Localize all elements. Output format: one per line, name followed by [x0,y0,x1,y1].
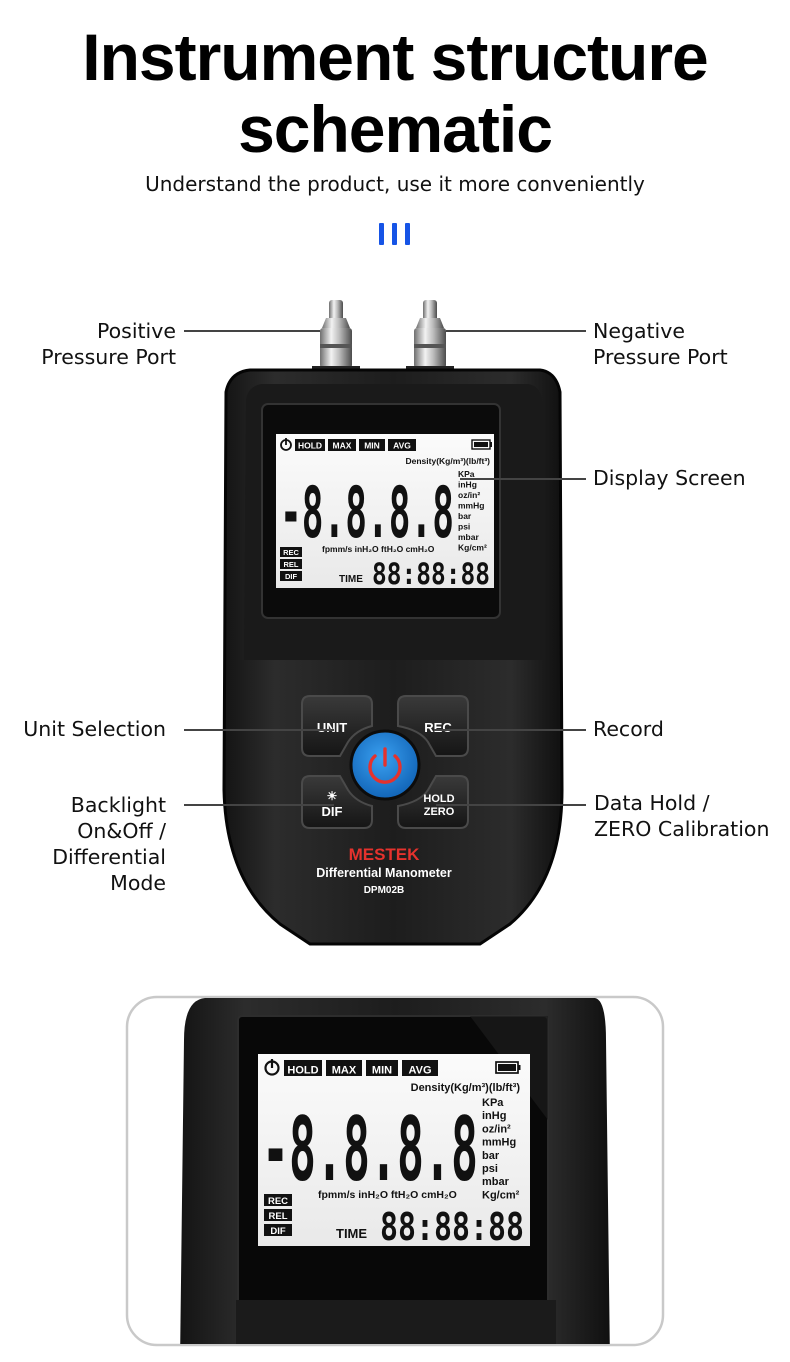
negative-pressure-port [406,300,454,376]
lcd-bottom-units-small: fpmm/s inH₂O ftH₂O cmH₂O [322,544,435,554]
divider-bars-icon [379,223,413,245]
power-icon [368,747,402,784]
lcd-zoomed-mode-min: MIN [366,1060,398,1077]
callout-display-screen: Display Screen [593,466,746,490]
lcd-small-mode-max: MAX [328,439,356,451]
rec-button[interactable]: REC [397,695,469,757]
svg-text:HOLD: HOLD [287,1065,318,1077]
hold-label: HOLD [423,793,454,805]
leader-negative-port [446,330,586,332]
unit-button-label: UNIT [317,720,347,735]
page-subtitle: Understand the product, use it more conv… [145,172,645,196]
svg-text:REC: REC [283,548,299,557]
positive-pressure-port [312,300,360,376]
lcd-zoomed-unit-0: KPa [482,1097,504,1109]
lcd-small-unit-4: bar [458,511,472,521]
svg-text:MIN: MIN [372,1065,392,1077]
lcd-zoomed-flag-dif: DIF [264,1224,292,1237]
lcd-zoomed-flag-rec: REC [264,1194,292,1207]
lcd-small-unit-2: oz/in² [458,490,480,500]
leader-unit-selection [184,729,334,731]
leader-display-screen [460,478,586,480]
brand-logo: MESTEK [349,845,421,864]
lcd-time-label-small: TIME [339,574,363,585]
lcd-main-reading-zoomed: -8.8.8.8 [262,1098,478,1201]
dif-button[interactable]: ☀ DIF [301,775,373,829]
lcd-time-reading-zoomed: 88:88:88 [380,1205,524,1249]
lcd-small-flag-dif: DIF [280,571,302,581]
model-code: DPM02B [364,885,405,896]
lcd-small-unit-5: psi [458,522,470,532]
lcd-zoomed-unit-2: oz/in² [482,1123,511,1135]
lcd-zoomed-mode-hold: HOLD [284,1060,322,1077]
callout-record: Record [593,717,664,741]
leader-positive-port [184,330,320,332]
lcd-zoomed-unit-3: mmHg [482,1137,516,1149]
page-title-line-2: schematic [238,92,553,166]
leader-backlight [184,804,334,806]
model-name: Differential Manometer [316,866,452,880]
svg-text:MAX: MAX [333,441,352,451]
lcd-zoomed-unit-1: inHg [482,1110,506,1122]
lcd-small-mode-min: MIN [359,439,385,451]
svg-text:DIF: DIF [285,572,298,581]
lcd-zoomed-unit-7: Kg/cm² [482,1189,520,1201]
svg-text:AVG: AVG [393,441,411,451]
lcd-small-mode-hold: HOLD [295,439,325,451]
lcd-zoomed-mode-max: MAX [326,1060,362,1077]
svg-text:MIN: MIN [364,441,380,451]
lcd-small-unit-7: Kg/cm² [458,543,487,553]
svg-text:HOLD: HOLD [298,441,322,451]
lcd-screen-zoomed [258,1054,530,1246]
lcd-small-unit-1: inHg [458,480,477,490]
svg-text:REL: REL [269,1211,288,1222]
lcd-small-unit-0: KPa [458,469,475,479]
lcd-small-unit-3: mmHg [458,501,484,511]
lcd-zoomed-flag-rel: REL [264,1209,292,1222]
lcd-time-reading-small: 88:88:88 [372,557,490,591]
lcd-zoomed-unit-6: mbar [482,1176,510,1188]
svg-text:AVG: AVG [408,1065,431,1077]
unit-button[interactable]: UNIT [301,695,373,757]
lcd-zoomed-unit-4: bar [482,1150,500,1162]
lcd-screen [276,434,494,588]
lcd-small-unit-6: mbar [458,532,479,542]
page-title-line-1: Instrument structure [82,20,708,94]
power-button[interactable] [349,729,421,801]
lcd-time-label-zoomed: TIME [336,1226,367,1241]
lcd-density-zoomed: Density(Kg/m³)(lb/ft³) [411,1082,521,1094]
lcd-small-flag-rec: REC [280,547,302,557]
svg-text:MAX: MAX [332,1065,357,1077]
lcd-zoomed-unit-5: psi [482,1163,498,1175]
dif-button-label: DIF [322,804,343,819]
hold-zero-button[interactable]: HOLD ZERO [397,775,469,829]
svg-text:REL: REL [284,560,299,569]
backlight-icon: ☀ [327,789,338,803]
lcd-zoomed-mode-avg: AVG [402,1060,438,1077]
lcd-small-mode-avg: AVG [388,439,416,451]
leader-record [434,729,586,731]
callout-unit-selection: Unit Selection [23,717,166,741]
zero-label: ZERO [424,806,455,818]
screen-zoom-inset: HOLD MAX MIN AVG Density(Kg/m³)(lb/ft³) -8.… [125,995,665,1347]
leader-data-hold [436,804,586,806]
svg-text:REC: REC [268,1196,288,1207]
lcd-bottom-units-zoomed: fpmm/s inH₂O ftH₂O cmH₂O [318,1189,457,1201]
lcd-density-small: Density(Kg/m³)(lb/ft³) [405,456,490,466]
svg-text:DIF: DIF [270,1226,286,1237]
lcd-main-reading-small: -8.8.8.8 [280,472,454,554]
callout-data-hold: Data Hold /ZERO Calibration [594,791,770,841]
lcd-small-flag-rel: REL [280,559,302,569]
rec-button-label: REC [424,720,452,735]
